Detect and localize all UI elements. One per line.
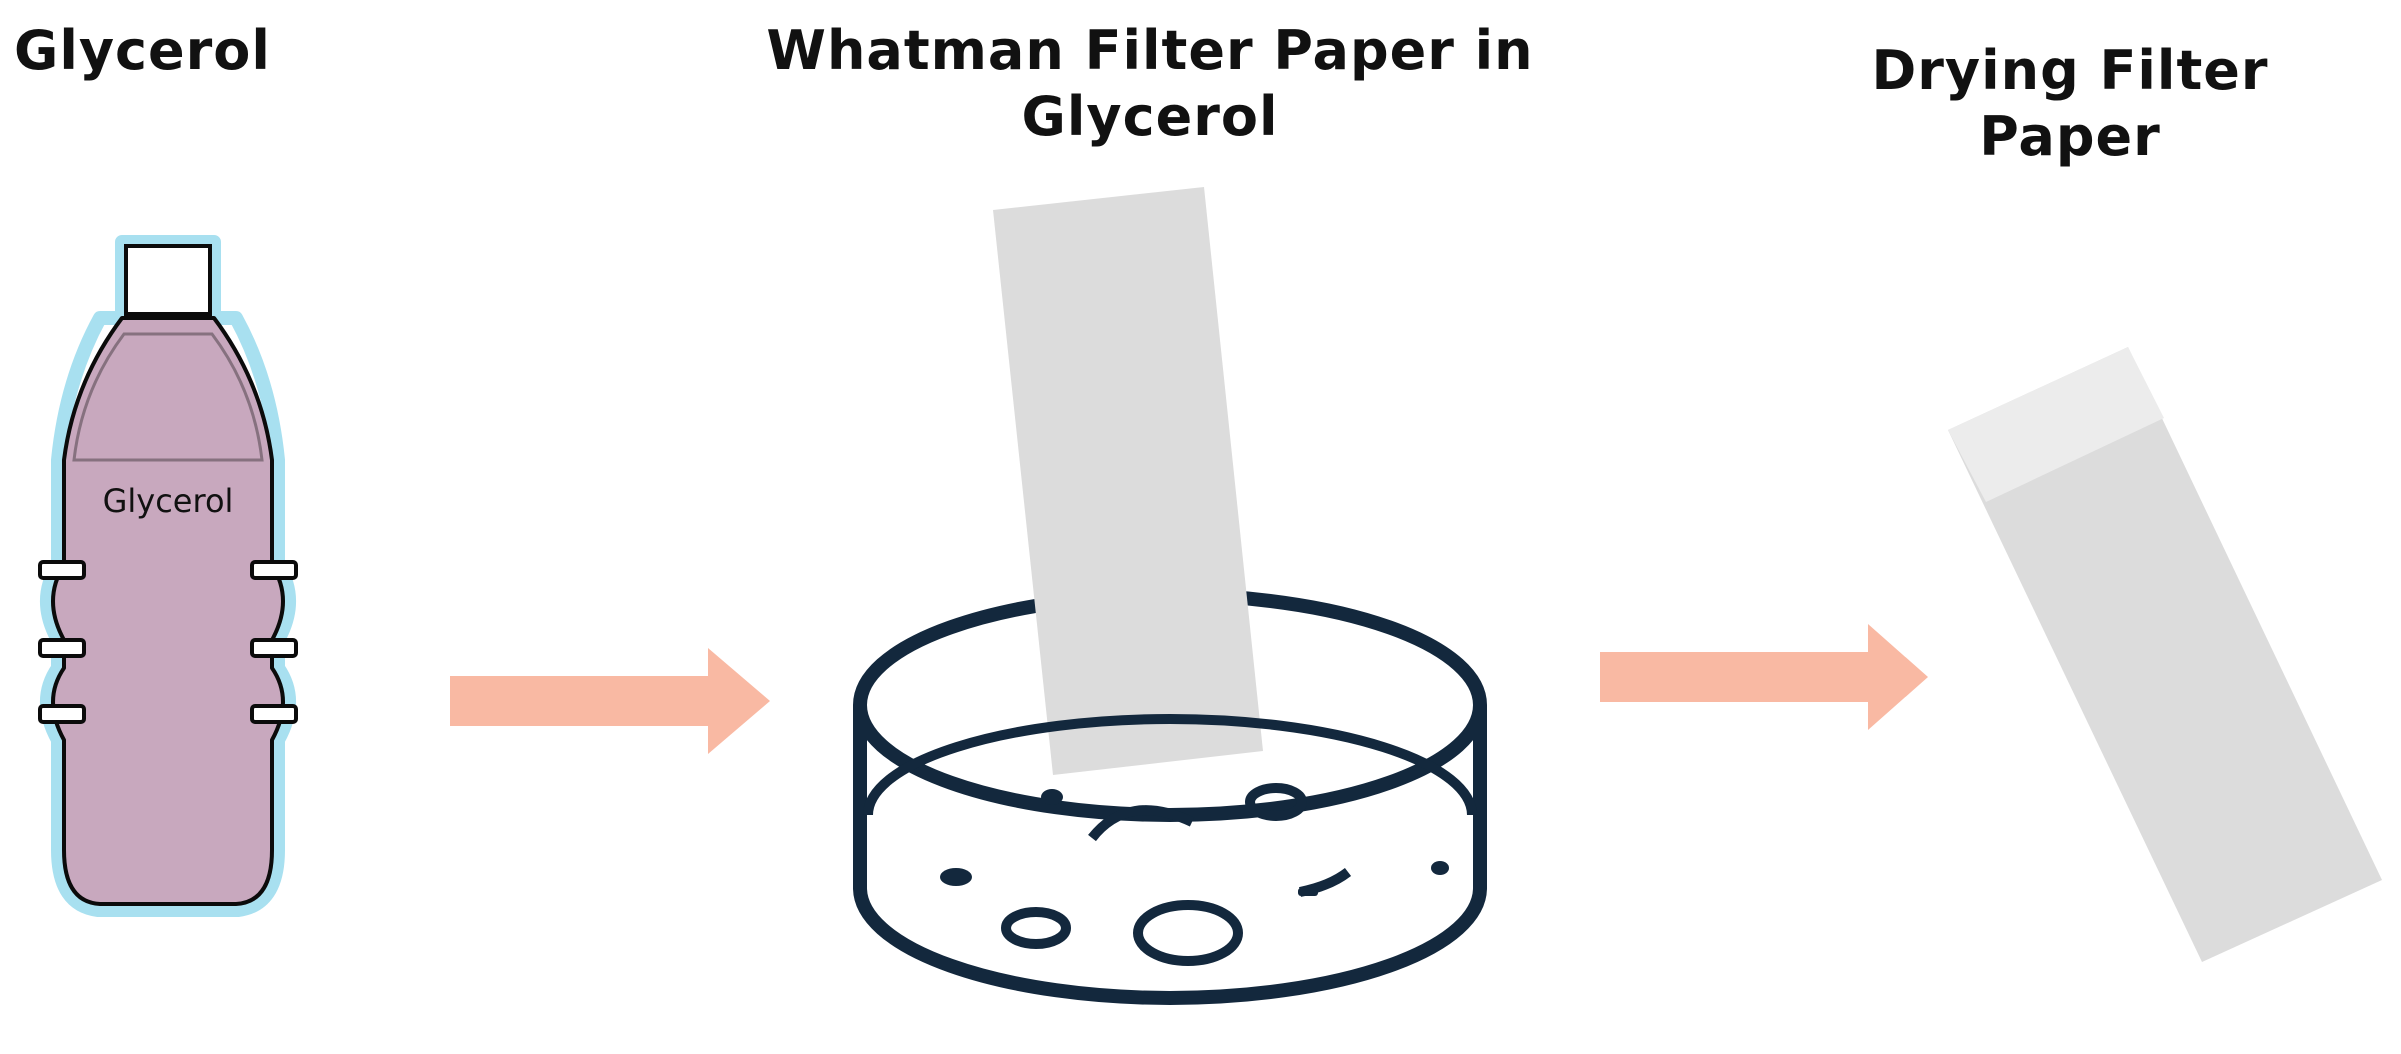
dish-liquid-back	[863, 714, 1477, 816]
step-title-glycerol: Glycerol	[14, 18, 271, 84]
drying-filter-paper	[1948, 347, 2382, 962]
step-title-line: Glycerol	[1021, 85, 1279, 148]
arrow-2	[1600, 624, 1928, 730]
bottle-ribs	[38, 560, 298, 724]
arrow-2-head	[1868, 624, 1928, 730]
step-title-filter-paper-in-glycerol: Whatman Filter Paper in Glycerol	[700, 18, 1600, 150]
arrow-1-shaft	[450, 676, 712, 726]
dish-bottom-front	[853, 887, 1487, 1005]
arrow-1	[450, 648, 770, 754]
step-title-line: Whatman Filter Paper in	[766, 19, 1534, 82]
bottle-label: Glycerol	[103, 482, 234, 520]
drying-paper-dry-top	[1948, 347, 2164, 502]
filter-paper-wet	[993, 187, 1263, 775]
glycerol-bottle: Glycerol	[38, 235, 298, 917]
dish-droplets	[940, 789, 1449, 896]
step-title-line: Drying Filter	[1871, 39, 2269, 102]
arrow-2-shaft	[1600, 652, 1872, 702]
drying-paper-body	[1948, 347, 2382, 962]
step-title-line: Glycerol	[14, 19, 271, 82]
bottle-cap	[124, 244, 212, 316]
step-title-line: Paper	[1979, 105, 2161, 168]
petri-dish-front	[853, 704, 1487, 1005]
bottle-shoulder-line	[72, 332, 264, 462]
step-title-drying-filter-paper: Drying Filter Paper	[1850, 38, 2290, 170]
arrow-1-head	[708, 648, 770, 754]
